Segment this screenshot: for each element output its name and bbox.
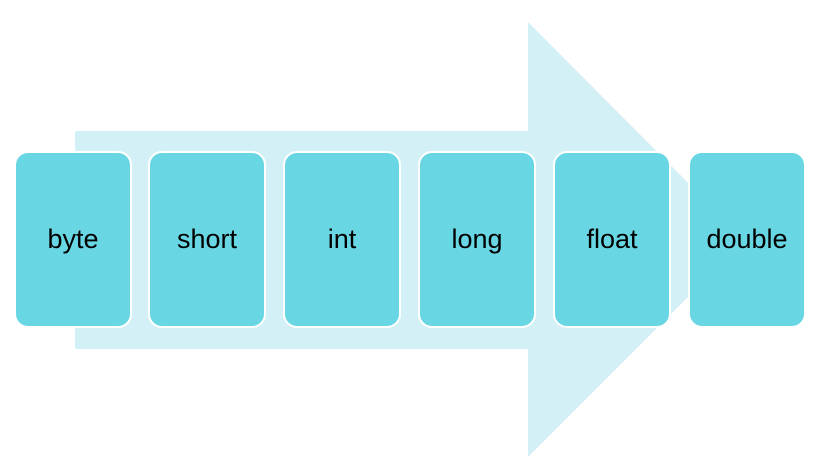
type-box-int: int: [283, 151, 401, 328]
type-box-double: double: [688, 151, 806, 328]
arrow-shape: [75, 22, 745, 457]
type-box-short: short: [148, 151, 266, 328]
type-label-int: int: [327, 224, 357, 254]
type-label-float: float: [586, 224, 638, 254]
type-label-short: short: [176, 224, 238, 254]
type-label-byte: byte: [47, 224, 99, 254]
type-box-byte: byte: [14, 151, 132, 328]
type-box-float: float: [553, 151, 671, 328]
type-label-long: long: [451, 224, 503, 254]
type-box-long: long: [418, 151, 536, 328]
type-label-double: double: [706, 224, 788, 254]
